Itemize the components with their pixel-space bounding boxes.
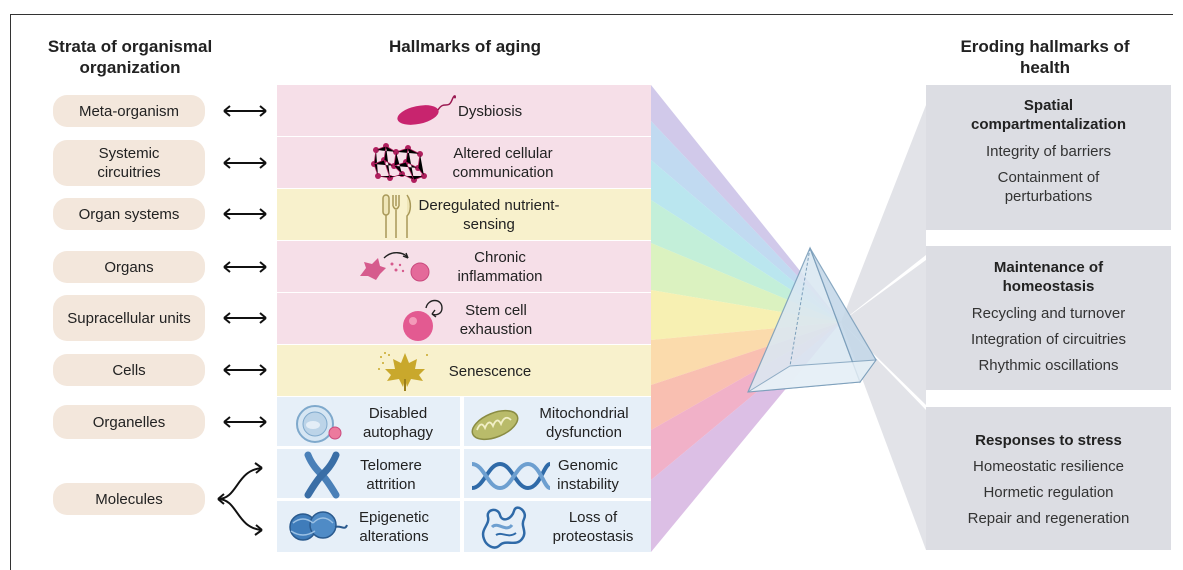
- health-panel-stress: Responses to stress Homeostatic resilien…: [926, 407, 1171, 550]
- dna-helix-icon: [470, 458, 552, 494]
- branching-arrow-icon: [212, 458, 272, 540]
- stratum-organ-systems: Organ systems: [53, 198, 205, 230]
- label-autophagy: Disabled autophagy: [348, 404, 448, 442]
- double-arrow-icon: [222, 364, 268, 376]
- health-item: Hormetic regulation: [926, 483, 1171, 502]
- double-arrow-icon: [222, 157, 268, 169]
- health-item: Recycling and turnover: [926, 304, 1171, 323]
- health-header: Eroding hallmarks of health: [940, 36, 1150, 78]
- cutlery-icon: [379, 192, 415, 240]
- health-title: Maintenance of homeostasis: [926, 258, 1171, 296]
- health-item: Homeostatic resilience: [926, 457, 1171, 476]
- health-item: Rhythmic oscillations: [926, 356, 1171, 375]
- label-communication: Altered cellular communication: [432, 144, 574, 182]
- health-panel-spatial: Spatial compartmentalization Integrity o…: [926, 85, 1171, 230]
- stratum-systemic-circuitries: Systemic circuitries: [53, 140, 205, 186]
- stem-cell-icon: [400, 296, 446, 344]
- maple-leaf-icon: [377, 349, 433, 393]
- nucleosome-icon: [287, 505, 349, 547]
- hallmarks-header: Hallmarks of aging: [330, 36, 600, 57]
- stratum-organs: Organs: [53, 251, 205, 283]
- double-arrow-icon: [222, 208, 268, 220]
- health-item: Containment of perturbations: [926, 168, 1171, 206]
- health-title: Spatial compartmentalization: [926, 96, 1171, 134]
- stratum-cells: Cells: [53, 354, 205, 386]
- stratum-meta-organism: Meta-organism: [53, 95, 205, 127]
- label-proteostasis: Loss of proteostasis: [538, 508, 648, 546]
- label-stemcell: Stem cell exhaustion: [446, 301, 546, 339]
- double-arrow-icon: [222, 105, 268, 117]
- macrophage-icon: [356, 250, 434, 286]
- health-panel-homeostasis: Maintenance of homeostasis Recycling and…: [926, 246, 1171, 390]
- strata-header: Strata of organismal organization: [20, 36, 240, 78]
- label-telomere: Telomere attrition: [346, 456, 436, 494]
- label-senescence: Senescence: [440, 362, 540, 381]
- label-nutrient: Deregulated nutrient-sensing: [418, 196, 560, 234]
- chromosome-icon: [300, 451, 344, 499]
- health-item: Integrity of barriers: [926, 142, 1171, 161]
- health-title: Responses to stress: [926, 431, 1171, 450]
- label-epigenetic: Epigenetic alterations: [344, 508, 444, 546]
- health-item: Integration of circuitries: [926, 330, 1171, 349]
- stratum-supracellular-units: Supracellular units: [53, 295, 205, 341]
- mitochondrion-icon: [467, 408, 523, 442]
- double-arrow-icon: [222, 261, 268, 273]
- label-dysbiosis: Dysbiosis: [458, 102, 548, 121]
- label-genomic: Genomic instability: [542, 456, 634, 494]
- label-inflammation: Chronic inflammation: [440, 248, 560, 286]
- double-arrow-icon: [222, 416, 268, 428]
- stratum-molecules: Molecules: [53, 483, 205, 515]
- protein-icon: [476, 505, 532, 549]
- stratum-organelles: Organelles: [53, 405, 205, 439]
- health-item: Repair and regeneration: [926, 509, 1171, 528]
- double-arrow-icon: [222, 312, 268, 324]
- autophagosome-icon: [293, 403, 347, 445]
- label-mitochondrial: Mitochondrial dysfunction: [520, 404, 648, 442]
- cell-network-icon: [368, 140, 430, 188]
- bacterium-icon: [396, 94, 458, 130]
- prism-icon: [740, 242, 880, 412]
